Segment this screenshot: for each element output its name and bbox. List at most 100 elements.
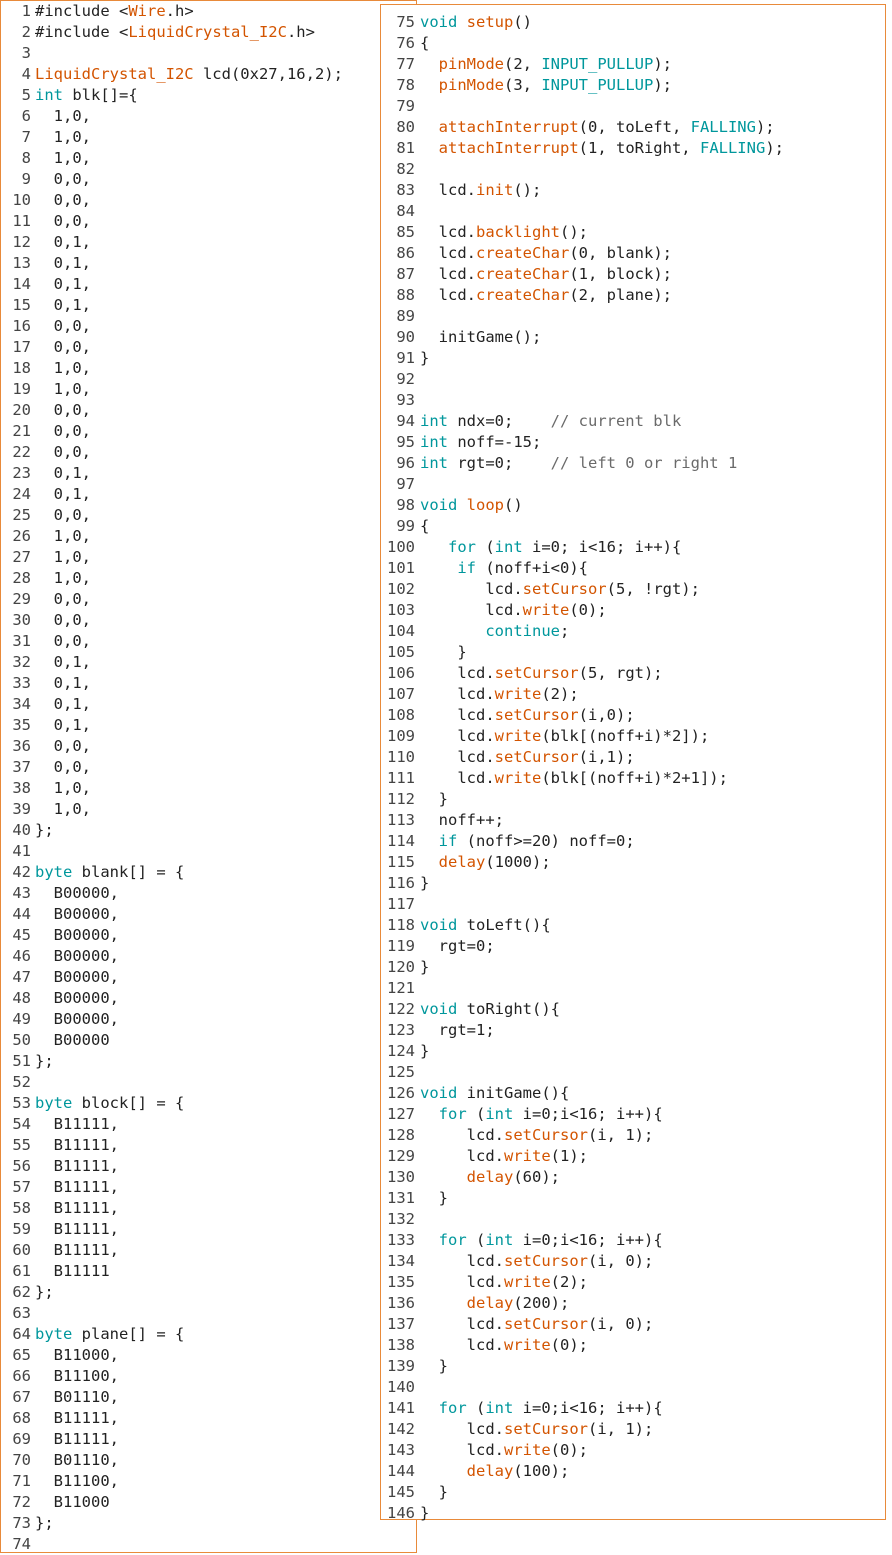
code-line: 84 (381, 201, 885, 222)
code-text: 0,1, (35, 716, 91, 734)
line-number: 128 (387, 1126, 415, 1144)
code-text: } (420, 349, 430, 367)
code-content: 0,1, (35, 674, 91, 692)
line-number: 72 (12, 1493, 31, 1511)
code-text: B11111, (35, 1136, 119, 1154)
code-text: 0,1, (35, 674, 91, 692)
code-content: } (420, 1189, 448, 1207)
keyword-token: int (35, 86, 63, 104)
code-line: 113 noff++; (381, 810, 885, 831)
code-text: ( (466, 1399, 486, 1417)
code-text: initGame(){ (457, 1084, 570, 1102)
line-number: 18 (12, 359, 31, 377)
code-text: (60); (513, 1168, 561, 1186)
line-number: 23 (12, 464, 31, 482)
code-text: 1,0, (35, 149, 91, 167)
line-number: 93 (396, 391, 415, 409)
code-content: } (420, 958, 429, 976)
code-content: byte block[] = { (35, 1094, 184, 1112)
code-line: 99{ (381, 516, 885, 537)
line-number: 76 (396, 34, 415, 52)
code-content: lcd.setCursor(i, 0); (420, 1252, 654, 1270)
code-text: B00000, (35, 926, 119, 944)
code-text: 1,0, (35, 359, 91, 377)
code-text: i=0; i<16; i++){ (522, 538, 682, 556)
code-content: lcd.setCursor(i, 1); (420, 1420, 654, 1438)
code-line: 44 B00000, (1, 904, 416, 925)
line-number: 12 (12, 233, 31, 251)
code-line: 38 1,0, (1, 778, 416, 799)
code-text: (0, toLeft, (578, 118, 691, 136)
keyword-token: int (420, 454, 448, 472)
code-text (420, 76, 439, 94)
code-content: 1,0, (35, 527, 91, 545)
code-line: 135 lcd.write(2); (381, 1272, 885, 1293)
line-number: 111 (387, 769, 415, 787)
code-content: lcd.write(0); (420, 1336, 588, 1354)
code-content: for (int i=0; i<16; i++){ (420, 538, 681, 556)
class-token: LiquidCrystal_I2C (128, 23, 287, 41)
line-number: 22 (12, 443, 31, 461)
code-text: } (420, 1483, 448, 1501)
code-content: for (int i=0;i<16; i++){ (420, 1399, 663, 1417)
class-token: LiquidCrystal_I2C (35, 65, 194, 83)
code-line: 12 0,1, (1, 232, 416, 253)
code-content: 0,0, (35, 737, 91, 755)
line-number: 120 (387, 958, 415, 976)
code-line: 78 pinMode(3, INPUT_PULLUP); (381, 75, 885, 96)
code-text: (1000); (485, 853, 551, 871)
code-content: B11111, (35, 1157, 119, 1175)
keyword-token: int (485, 1231, 514, 1249)
line-number: 121 (387, 979, 415, 997)
code-line: 51}; (1, 1051, 416, 1072)
code-text: B00000, (35, 989, 119, 1007)
code-content: } (420, 643, 466, 661)
code-text: 1,0, (35, 380, 91, 398)
code-line: 61 B11111 (1, 1261, 416, 1282)
line-number: 27 (12, 548, 31, 566)
code-text: (i,1); (578, 748, 635, 766)
code-content: initGame(); (420, 328, 542, 346)
line-number: 97 (396, 475, 415, 493)
code-line: 11 0,0, (1, 211, 416, 232)
line-number: 1 (21, 2, 31, 20)
code-line: 56 B11111, (1, 1156, 416, 1177)
code-content: #include <Wire.h> (35, 2, 194, 20)
code-content: } (420, 1504, 429, 1522)
code-line: 116} (381, 873, 885, 894)
code-content: for (int i=0;i<16; i++){ (420, 1105, 663, 1123)
code-text: (0); (569, 601, 607, 619)
code-text: ); (653, 55, 672, 73)
code-text: (3, (504, 76, 542, 94)
keyword-token: if (457, 559, 476, 577)
code-line: 109 lcd.write(blk[(noff+i)*2]); (381, 726, 885, 747)
code-line: 128 lcd.setCursor(i, 1); (381, 1125, 885, 1146)
line-number: 30 (12, 611, 31, 629)
code-text: 0,0, (35, 170, 91, 188)
code-content: B11111, (35, 1409, 119, 1427)
code-content: lcd.write(0); (420, 601, 607, 619)
code-text: 0,1, (35, 254, 91, 272)
line-number: 144 (387, 1462, 415, 1480)
code-line: 16 0,0, (1, 316, 416, 337)
code-text: ( (476, 538, 495, 556)
code-line: 92 (381, 369, 885, 390)
keyword-token: void (420, 496, 458, 514)
code-content: rgt=0; (420, 937, 495, 955)
line-number: 100 (387, 538, 415, 556)
code-content: lcd.write(2); (420, 1273, 588, 1291)
constant-token: FALLING (699, 139, 766, 157)
code-content: B00000, (35, 905, 119, 923)
code-content: lcd.setCursor(5, rgt); (420, 664, 662, 682)
line-number: 99 (396, 517, 415, 535)
code-line: 59 B11111, (1, 1219, 416, 1240)
code-text: B11111, (35, 1115, 119, 1133)
code-text: i=0;i<16; i++){ (513, 1105, 663, 1123)
code-content: 0,0, (35, 170, 91, 188)
code-content: 0,0, (35, 317, 91, 335)
constant-token: INPUT_PULLUP (541, 76, 654, 94)
code-content: void loop() (420, 496, 523, 514)
